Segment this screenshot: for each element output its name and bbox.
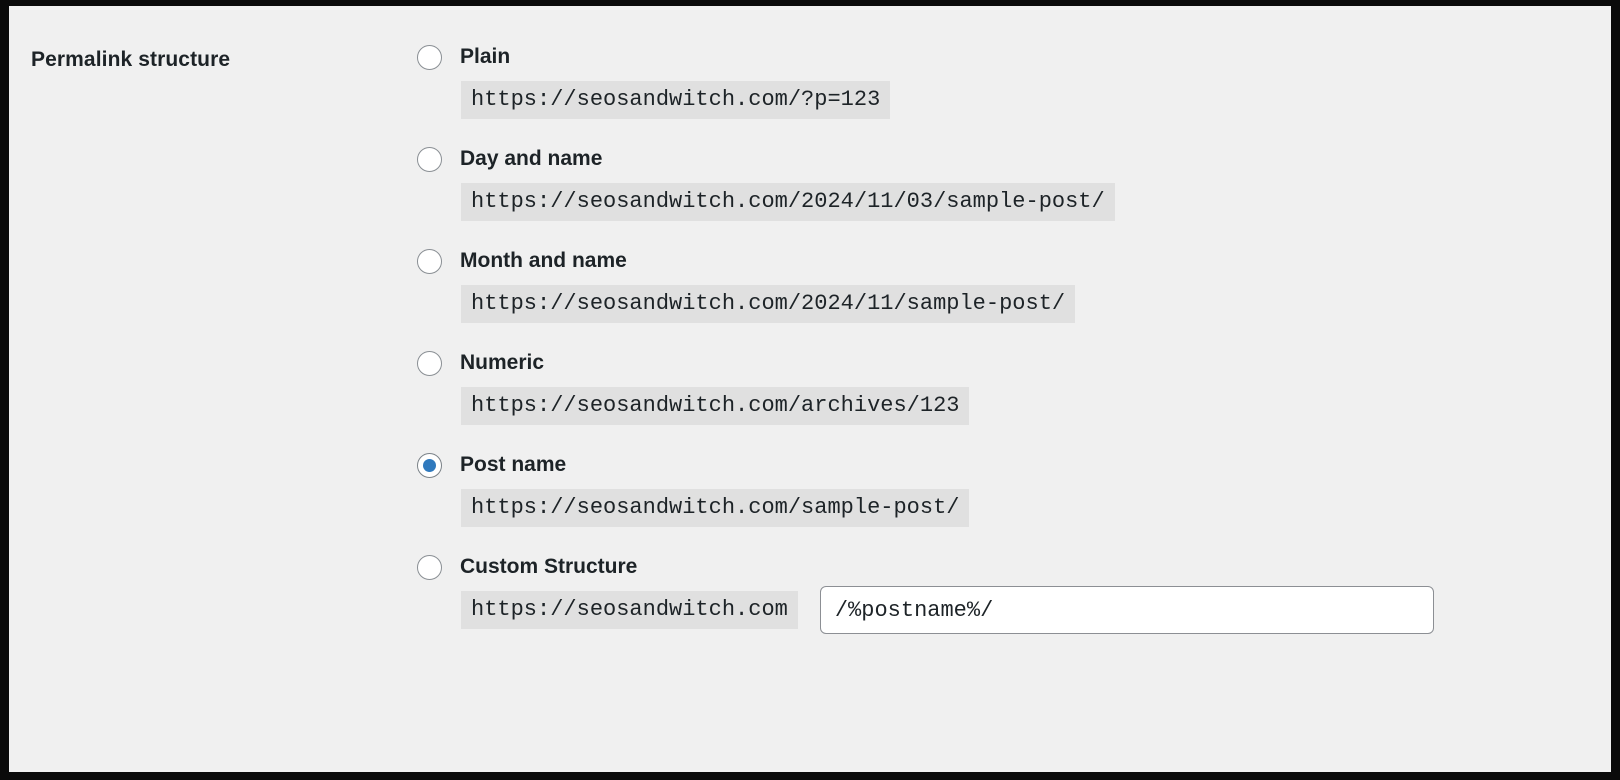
radio-month-and-name-icon[interactable] (417, 248, 442, 274)
radio-numeric-icon[interactable] (417, 350, 442, 376)
radio-day-and-name-icon[interactable] (417, 146, 442, 172)
radio-custom-structure-icon[interactable] (417, 554, 442, 580)
option-numeric-example: https://seosandwitch.com/archives/123 (461, 387, 1597, 425)
option-post-name[interactable]: Post name https://seosandwitch.com/sampl… (417, 450, 1597, 527)
option-plain[interactable]: Plain https://seosandwitch.com/?p=123 (417, 42, 1597, 119)
option-month-and-name[interactable]: Month and name https://seosandwitch.com/… (417, 246, 1597, 323)
radio-post-name-icon[interactable] (417, 452, 442, 478)
option-custom-structure[interactable]: Custom Structure https://seosandwitch.co… (417, 552, 1597, 634)
option-month-and-name-label: Month and name (460, 249, 627, 272)
option-custom-structure-example: https://seosandwitch.com (461, 586, 1597, 634)
option-plain-example: https://seosandwitch.com/?p=123 (461, 81, 1597, 119)
permalink-structure-radio-group: Plain https://seosandwitch.com/?p=123 Da… (417, 42, 1597, 654)
option-day-and-name-label: Day and name (460, 147, 603, 170)
option-post-name-url: https://seosandwitch.com/sample-post/ (461, 489, 970, 527)
option-month-and-name-url: https://seosandwitch.com/2024/11/sample-… (461, 285, 1076, 323)
permalink-settings-page: Permalink structure Plain https://seosan… (9, 6, 1611, 772)
option-numeric-header[interactable]: Numeric (417, 348, 1597, 378)
option-month-and-name-header[interactable]: Month and name (417, 246, 1597, 276)
page-title: Permalink structure (31, 48, 231, 71)
option-day-and-name[interactable]: Day and name https://seosandwitch.com/20… (417, 144, 1597, 221)
radio-plain-icon[interactable] (417, 44, 442, 70)
option-month-and-name-example: https://seosandwitch.com/2024/11/sample-… (461, 285, 1597, 323)
custom-structure-input[interactable] (819, 586, 1434, 634)
option-numeric-url: https://seosandwitch.com/archives/123 (461, 387, 970, 425)
option-plain-url: https://seosandwitch.com/?p=123 (461, 81, 891, 119)
option-day-and-name-header[interactable]: Day and name (417, 144, 1597, 174)
option-post-name-label: Post name (460, 453, 567, 476)
option-custom-structure-header[interactable]: Custom Structure (417, 552, 1597, 582)
option-custom-structure-label: Custom Structure (460, 555, 638, 578)
option-plain-header[interactable]: Plain (417, 42, 1597, 72)
option-post-name-example: https://seosandwitch.com/sample-post/ (461, 489, 1597, 527)
option-custom-structure-url: https://seosandwitch.com (461, 591, 798, 629)
option-numeric-label: Numeric (460, 351, 545, 374)
option-post-name-header[interactable]: Post name (417, 450, 1597, 480)
option-day-and-name-url: https://seosandwitch.com/2024/11/03/samp… (461, 183, 1115, 221)
option-plain-label: Plain (460, 45, 511, 68)
option-numeric[interactable]: Numeric https://seosandwitch.com/archive… (417, 348, 1597, 425)
option-day-and-name-example: https://seosandwitch.com/2024/11/03/samp… (461, 183, 1597, 221)
